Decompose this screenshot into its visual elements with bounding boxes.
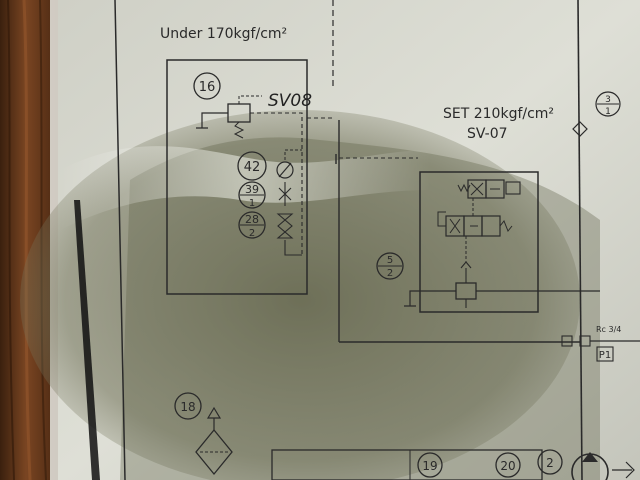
right-ref-top: 5 (387, 255, 393, 266)
side-marks: 3 1 Rc 3/4 P1 (561, 91, 640, 362)
part-20: 20 (500, 459, 515, 473)
right-ref-bottom: 2 (387, 268, 393, 279)
bottom-components: 18 19 20 2 (174, 392, 635, 480)
right-valve-block: SET 210kgf/cm² SV-07 5 2 (376, 106, 600, 313)
port-label: Rc 3/4 (596, 325, 621, 334)
paper-sheet (20, 0, 640, 480)
right-valve-tag: SV-07 (467, 126, 508, 142)
left-valve-block: Under 170kgf/cm² 16 SV08 42 39 1 28 2 (160, 26, 312, 295)
border-lines (114, 0, 583, 480)
side-ref-top: 3 (605, 95, 611, 105)
valve-tag-sv08: SV08 (268, 91, 312, 111)
part-39: 39 (245, 183, 259, 196)
pilot-line (307, 117, 580, 343)
port-tag: P1 (599, 350, 611, 361)
filter-number: 18 (180, 400, 195, 414)
part-42: 42 (244, 160, 261, 175)
part-39-sub: 1 (249, 198, 255, 209)
right-pressure-label: SET 210kgf/cm² (443, 106, 554, 122)
part-2: 2 (546, 456, 554, 470)
valve-number-16: 16 (199, 80, 216, 95)
part-19: 19 (422, 459, 437, 473)
left-pressure-label: Under 170kgf/cm² (160, 26, 287, 42)
part-28-sub: 2 (249, 228, 255, 239)
part-28: 28 (245, 213, 259, 226)
side-ref-bottom: 1 (605, 107, 611, 117)
